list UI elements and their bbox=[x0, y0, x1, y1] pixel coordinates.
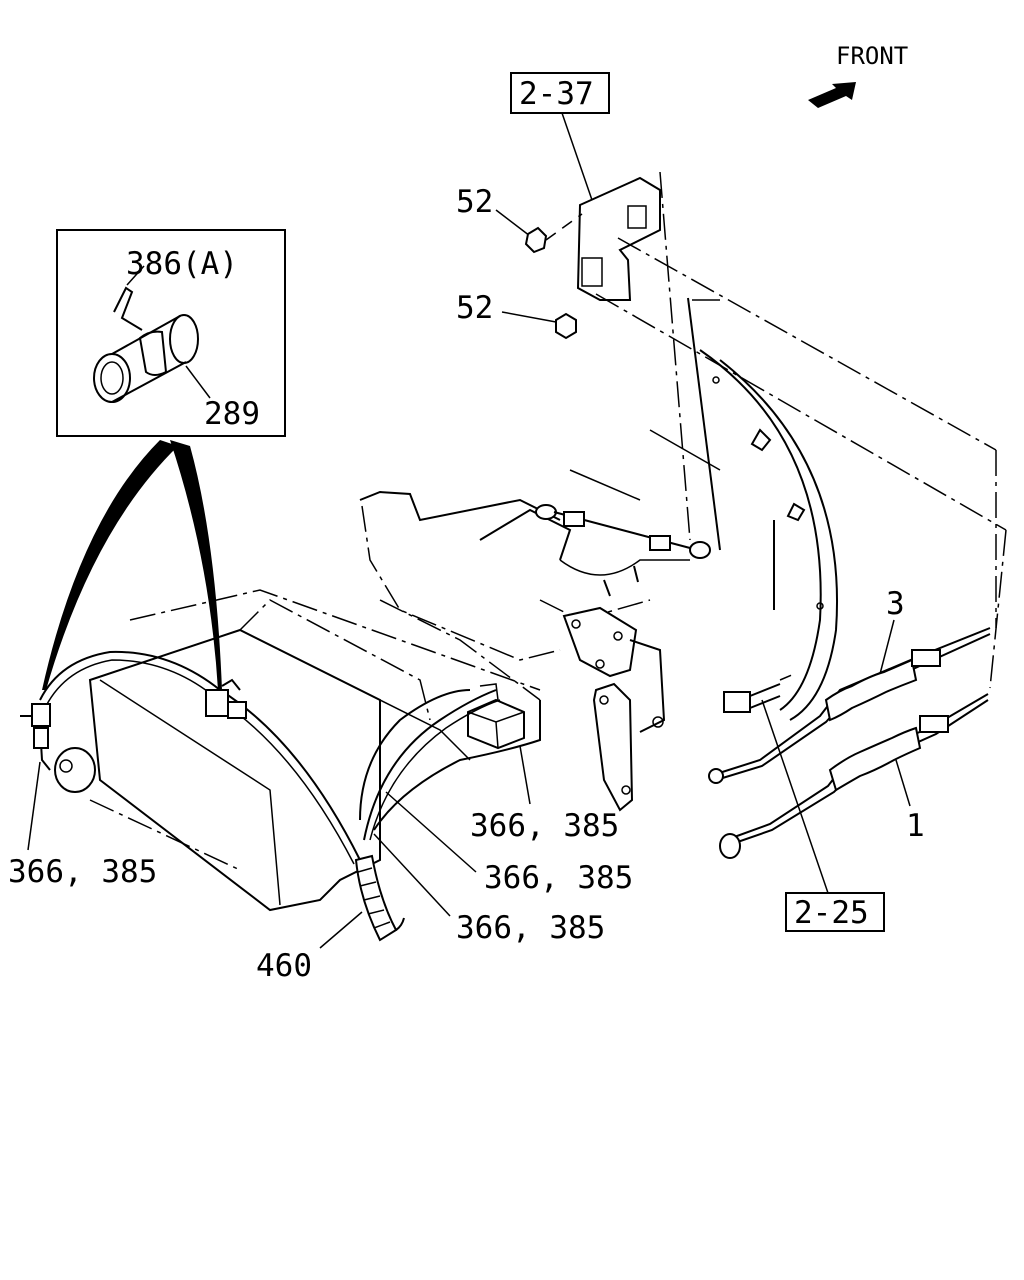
valve-box bbox=[467, 698, 525, 750]
protector-sleeve bbox=[354, 854, 405, 942]
clip-left-label: 366, 385 bbox=[8, 854, 157, 890]
protector-label: 460 bbox=[256, 948, 312, 984]
mounting-bracket bbox=[576, 171, 721, 551]
front-indicator: FRONT bbox=[808, 42, 908, 108]
cable-lower: 1 bbox=[719, 693, 989, 859]
hose-clip-left bbox=[20, 703, 51, 771]
hose-clip-center bbox=[205, 678, 247, 719]
cable-upper-label: 3 bbox=[886, 586, 905, 622]
cable-boot-icon bbox=[828, 715, 949, 792]
nut-lower-label: 52 bbox=[456, 290, 493, 326]
ref-box-2-25: 2-25 bbox=[761, 699, 885, 932]
reservoir-tank bbox=[54, 589, 541, 912]
cable-upper: 3 bbox=[708, 586, 991, 784]
front-arrow-icon bbox=[808, 82, 856, 108]
cable-boot-icon bbox=[824, 649, 941, 722]
nut-upper: 52 bbox=[456, 184, 583, 254]
cable-lower-label: 1 bbox=[906, 808, 925, 844]
nut-icon bbox=[555, 312, 577, 340]
callout-clip-bottom: 366, 385 bbox=[373, 833, 605, 946]
clip-mid-label: 366, 385 bbox=[484, 860, 633, 896]
transmission-block bbox=[359, 429, 721, 701]
front-label: FRONT bbox=[836, 42, 908, 70]
hoses bbox=[39, 650, 541, 865]
inset-detail: 386(A) 289 bbox=[42, 229, 286, 690]
inset-hose-label: 289 bbox=[204, 396, 260, 432]
nut-lower: 52 bbox=[456, 290, 577, 340]
bolt bbox=[723, 673, 795, 713]
shift-linkage bbox=[535, 504, 711, 597]
ref-box-2-37: 2-37 bbox=[510, 72, 610, 201]
callout-clip-center: 366, 385 bbox=[470, 745, 619, 844]
nut-icon bbox=[524, 226, 548, 254]
callout-clip-left: 366, 385 bbox=[8, 761, 157, 890]
callout-clip-mid: 366, 385 bbox=[385, 791, 633, 896]
nut-upper-label: 52 bbox=[456, 184, 493, 220]
ref-box-2-25-label: 2-25 bbox=[794, 895, 869, 931]
inset-clip-label: 386(A) bbox=[126, 246, 238, 282]
hose-fitting-icon bbox=[93, 265, 211, 403]
ref-box-2-37-label: 2-37 bbox=[519, 76, 594, 112]
callout-protector: 460 bbox=[256, 911, 363, 984]
clip-center-label: 366, 385 bbox=[470, 808, 619, 844]
lower-bracket bbox=[562, 606, 666, 812]
clip-bottom-label: 366, 385 bbox=[456, 910, 605, 946]
housing-arc bbox=[699, 349, 838, 721]
